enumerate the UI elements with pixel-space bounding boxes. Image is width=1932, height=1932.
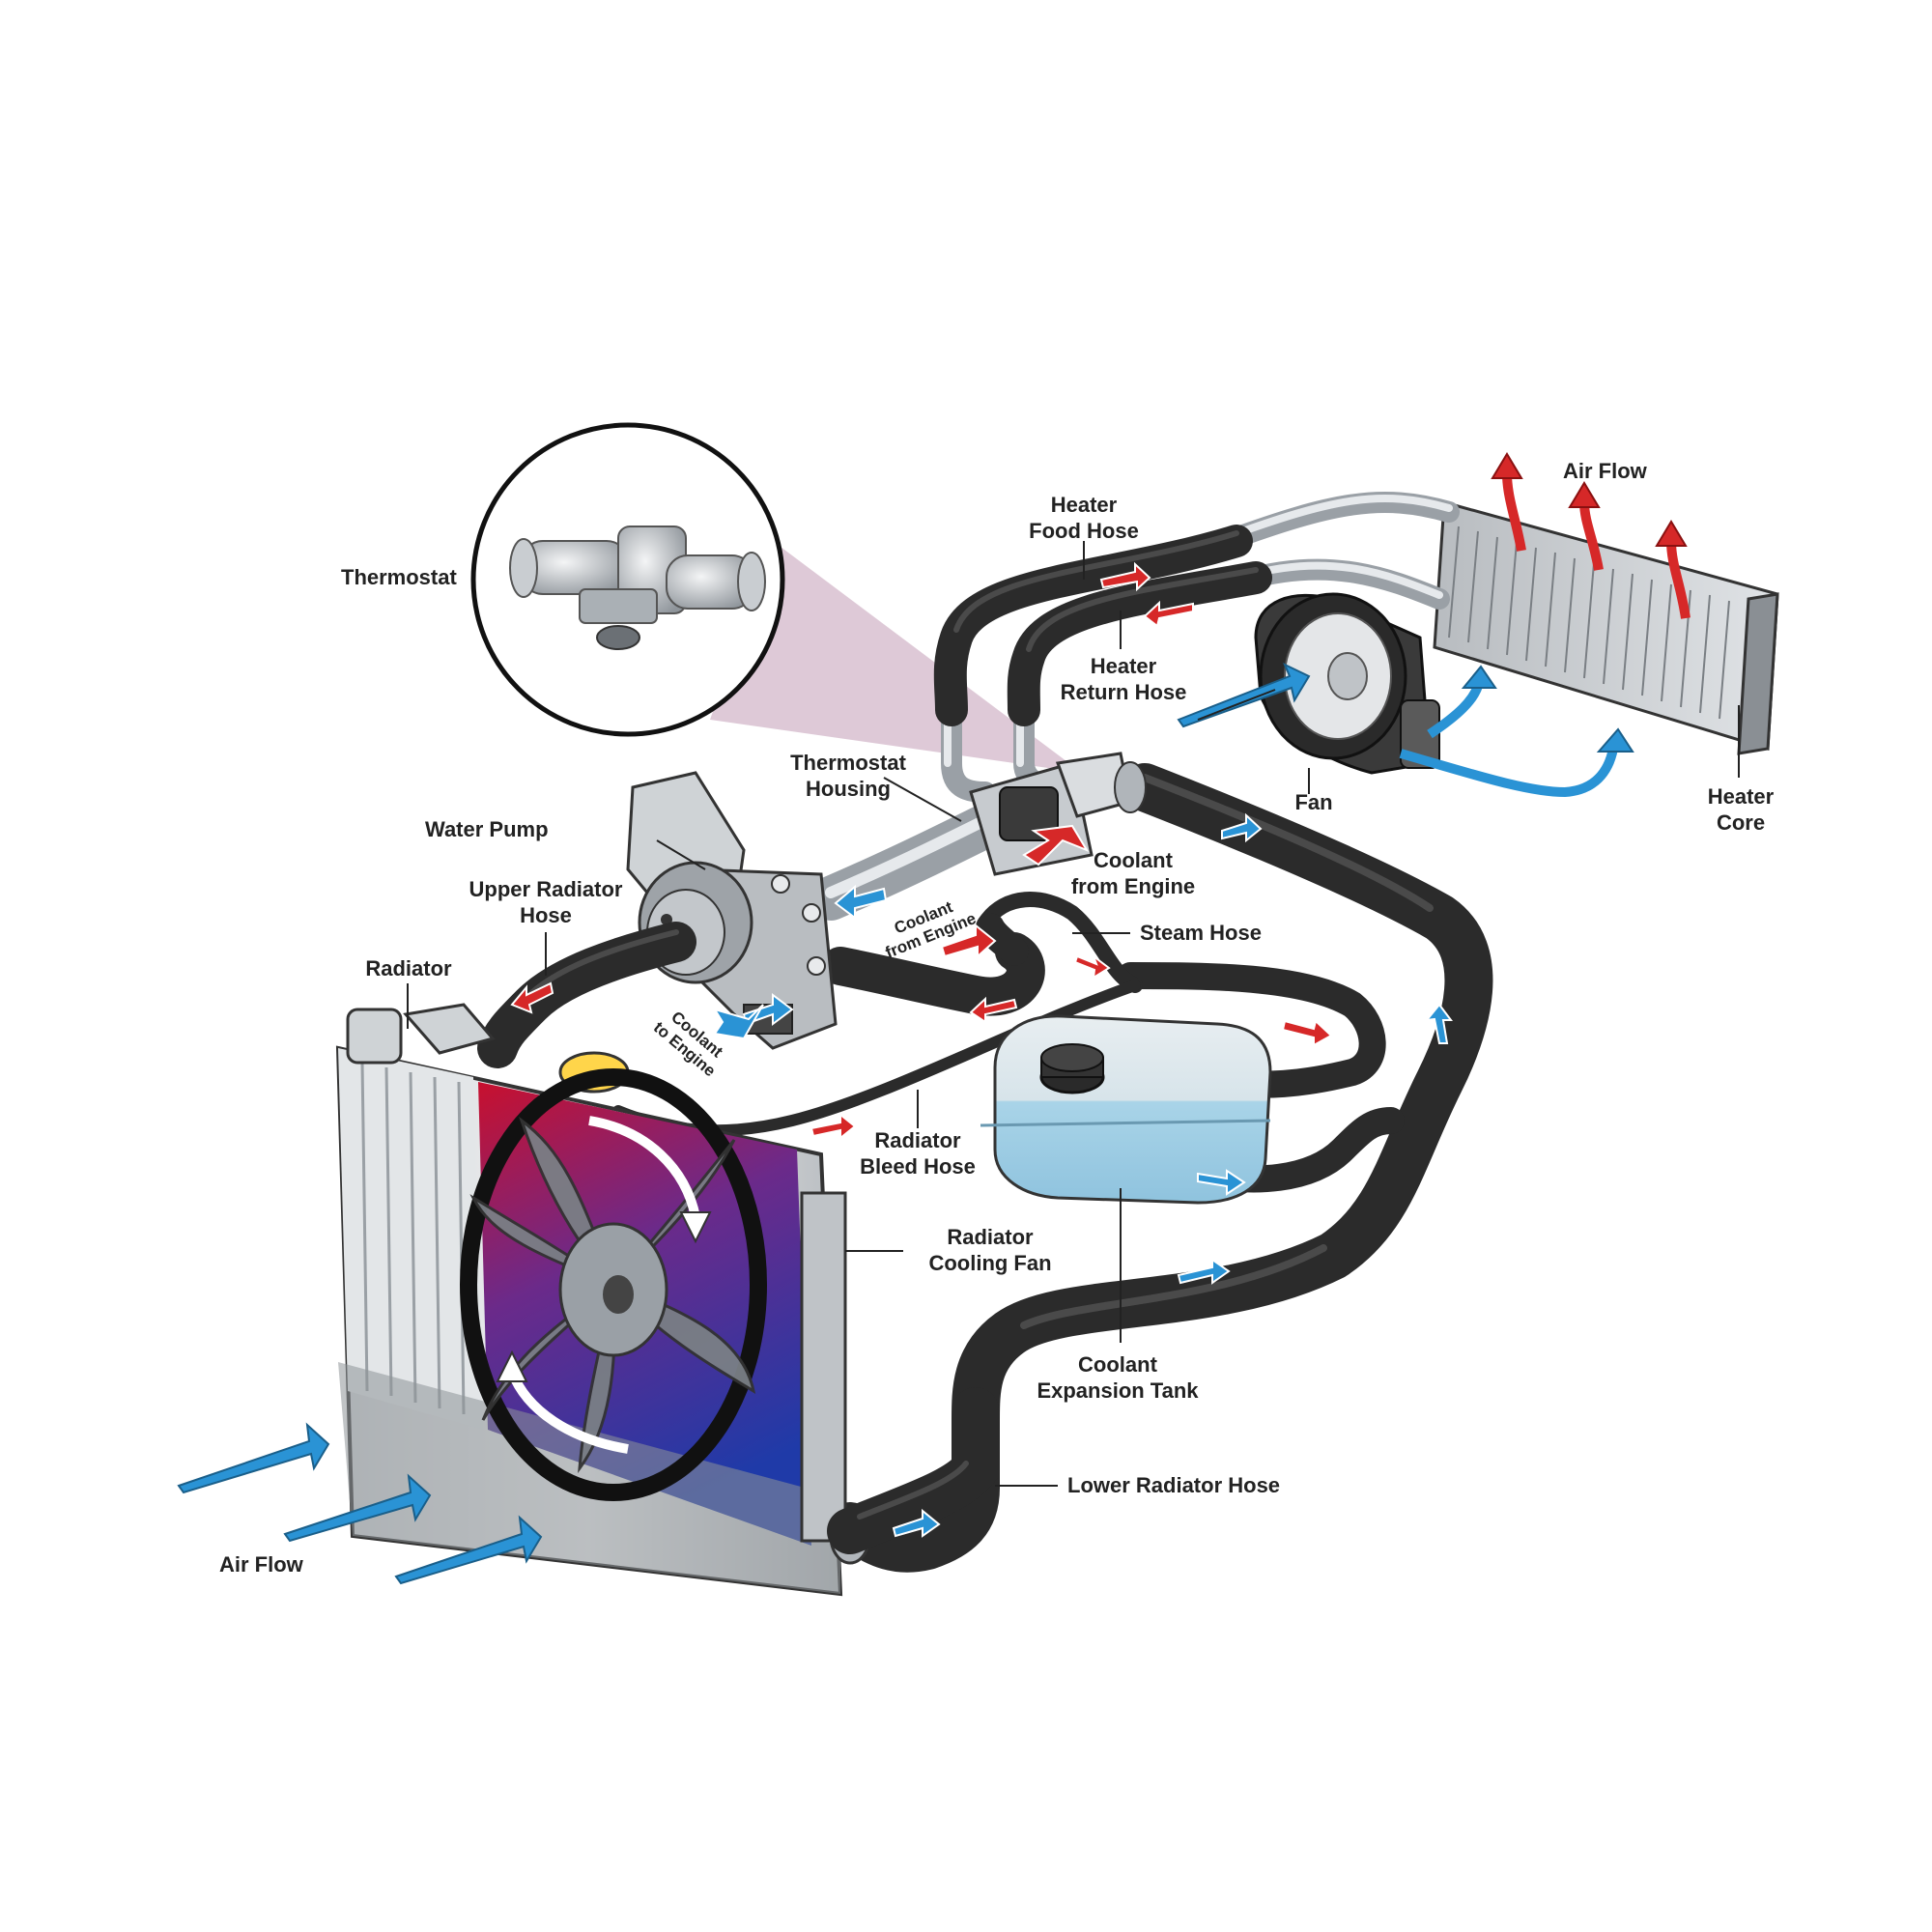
label-heater-return-hose-1: Heater (1091, 654, 1157, 678)
label-heater-return-hose-2: Return Hose (1061, 680, 1187, 704)
heater-hoses (933, 525, 1272, 726)
label-heater-core-2: Core (1717, 810, 1765, 835)
label-coolant-expansion-tank-2: Expansion Tank (1037, 1378, 1199, 1403)
return-hose (826, 763, 1493, 1573)
thermostat-zoom-cone (710, 541, 1082, 773)
bypass-hose (821, 913, 1045, 1016)
label-radiator-cooling-fan-1: Radiator (947, 1225, 1034, 1249)
label-radiator-bleed-hose-2: Bleed Hose (860, 1154, 976, 1179)
label-coolant-from-engine-1: Coolant (1094, 848, 1174, 872)
thermostat-zoom (470, 422, 785, 737)
radiator-cooling-fan (460, 1068, 767, 1501)
label-heater-food-hose-1: Heater (1051, 493, 1118, 517)
lower-radiator-hose (827, 1387, 999, 1554)
air-flow-arrows-bottom (177, 1422, 543, 1585)
label-upper-radiator-hose-2: Hose (520, 903, 572, 927)
label-steam-hose: Steam Hose (1140, 921, 1262, 945)
label-upper-radiator-hose-1: Upper Radiator (469, 877, 623, 901)
label-radiator-cooling-fan-2: Cooling Fan (928, 1251, 1051, 1275)
label-heater-core-1: Heater (1708, 784, 1775, 809)
label-thermostat-housing-2: Housing (806, 777, 891, 801)
fan-rotation-arrow-top (588, 1116, 700, 1219)
thermostat-part-icon (509, 526, 766, 650)
label-air-flow-top: Air Flow (1563, 459, 1648, 483)
heater-fan (1254, 592, 1440, 775)
label-coolant-from-engine-2: from Engine (1071, 874, 1195, 898)
label-air-flow-bottom: Air Flow (219, 1552, 304, 1577)
heater-core (1433, 500, 1779, 755)
flow-markers-cold (712, 812, 1453, 1538)
label-lower-radiator-hose: Lower Radiator Hose (1067, 1473, 1280, 1497)
water-pump (626, 771, 838, 1050)
flow-markers-hot (510, 561, 1333, 1141)
air-flow-arrows-heater (1177, 662, 1634, 798)
label-coolant-expansion-tank-1: Coolant (1078, 1352, 1158, 1377)
label-fan: Fan (1294, 790, 1332, 814)
fan-rotation-arrow-bottom (507, 1370, 629, 1454)
label-thermostat: Thermostat (341, 565, 457, 589)
label-thermostat-housing-1: Thermostat (790, 751, 906, 775)
label-radiator: Radiator (365, 956, 452, 980)
label-water-pump: Water Pump (425, 817, 549, 841)
label-heater-food-hose-2: Food Hose (1029, 519, 1139, 543)
leader-lines (407, 541, 1740, 1487)
label-radiator-bleed-hose-1: Radiator (874, 1128, 961, 1152)
steam-hose-shape (978, 892, 1143, 993)
coolant-expansion-tank (980, 1014, 1272, 1205)
air-flow-arrows-top (1491, 452, 1690, 619)
